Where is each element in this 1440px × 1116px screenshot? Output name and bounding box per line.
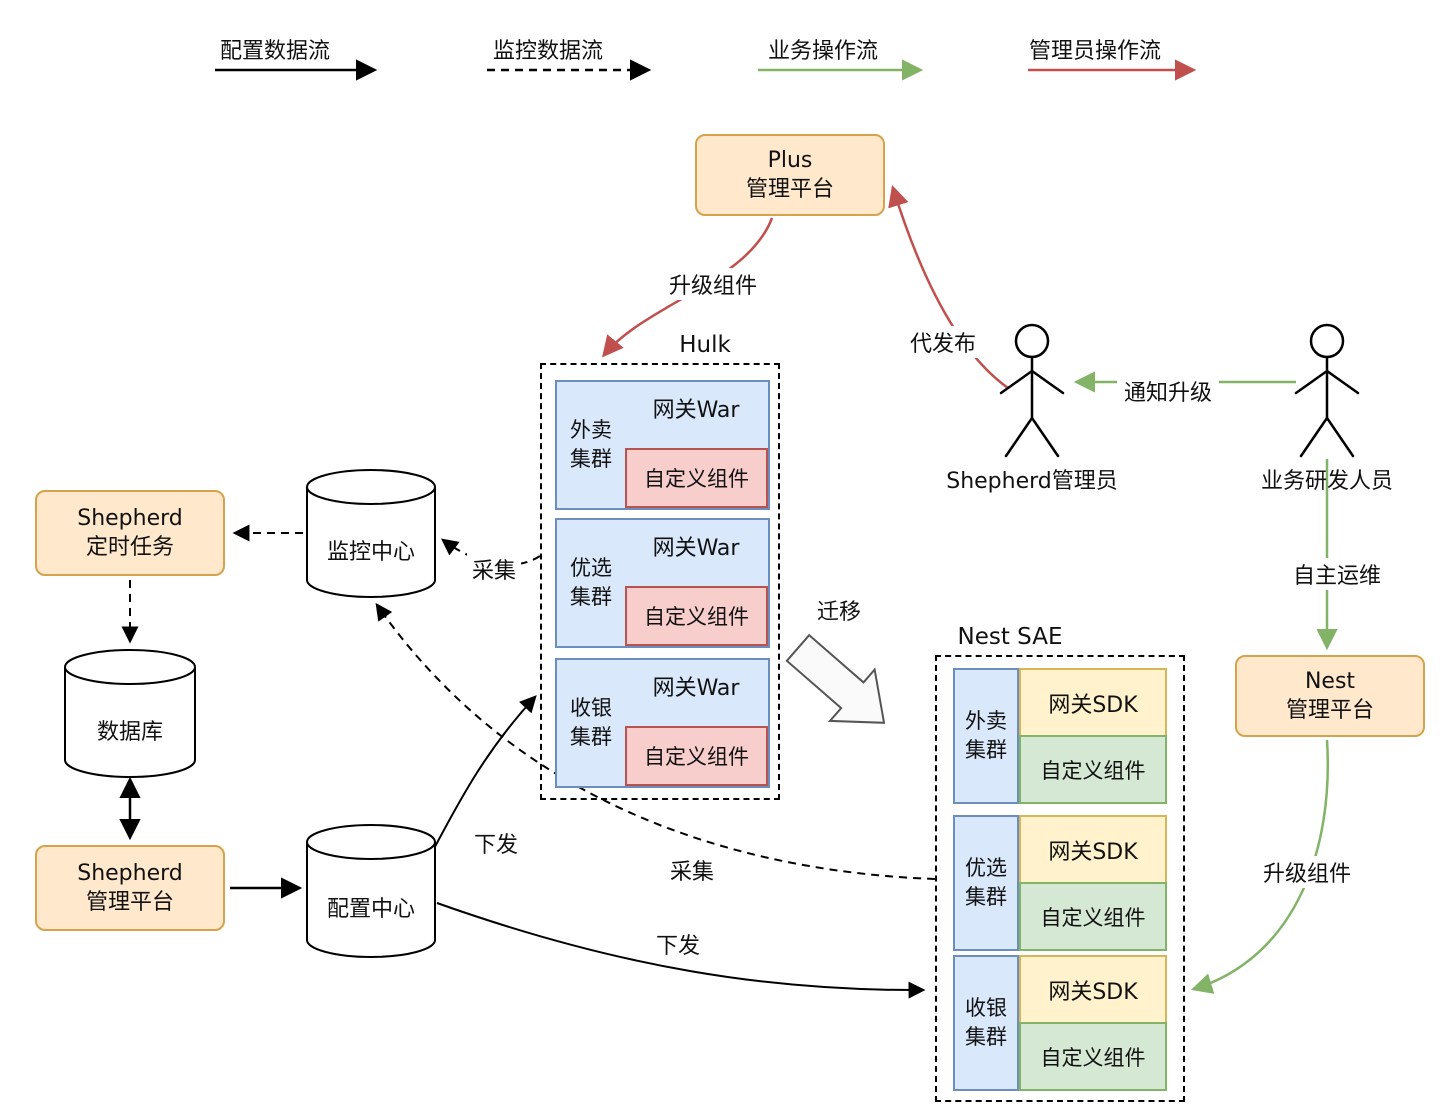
biz-dev-actor-icon (1294, 323, 1360, 458)
cluster-name-line2: 集群 (570, 725, 612, 749)
hulk-cluster-shouyin: 收银 集群 网关War 自定义组件 (555, 658, 770, 788)
nest-sae-group-title: Nest SAE (957, 624, 1063, 650)
gateway-war-label: 网关War (652, 676, 740, 701)
cluster-name-line1: 外卖 (965, 709, 1007, 733)
hulk-cluster-youxuan-name: 优选 集群 (561, 520, 621, 646)
edge-label-upgrade-component-red: 升级组件 (663, 268, 763, 300)
hulk-cluster-shouyin-name: 收银 集群 (561, 660, 621, 786)
nest-cluster-shouyin: 收银 集群 网关SDK 自定义组件 (953, 955, 1167, 1091)
nest-cluster-shouyin-name: 收银 集群 (953, 955, 1019, 1091)
hulk-cluster-youxuan: 优选 集群 网关War 自定义组件 (555, 518, 770, 648)
shepherd-timer-line1: Shepherd (77, 506, 183, 531)
cluster-name-line2: 集群 (965, 738, 1007, 762)
legend-business-flow-label: 业务操作流 (767, 39, 878, 64)
cluster-name-line2: 集群 (570, 585, 612, 609)
nest-platform-line2: 管理平台 (1285, 698, 1374, 723)
cluster-name-line2: 集群 (965, 885, 1007, 909)
hulk-cluster-waimai: 外卖 集群 网关War 自定义组件 (555, 380, 770, 510)
plus-platform-line1: Plus (767, 148, 813, 173)
nest-platform-node: Nest 管理平台 (1235, 655, 1425, 737)
gateway-sdk-box: 网关SDK (1019, 668, 1167, 737)
nest-cluster-waimai: 外卖 集群 网关SDK 自定义组件 (953, 668, 1167, 804)
nest-platform-line1: Nest (1304, 669, 1356, 694)
edge-label-self-ops: 自主运维 (1286, 558, 1388, 590)
config-center-label: 配置中心 (326, 897, 415, 922)
arrow-nest-platform-to-nest-sae-upgrade (1190, 739, 1329, 994)
shepherd-platform-node: Shepherd 管理平台 (35, 845, 225, 931)
arrow-config-center-to-hulk-deploy (427, 695, 537, 861)
database-label: 数据库 (96, 720, 163, 745)
hulk-group-container (540, 363, 780, 800)
edge-label-deploy-nest: 下发 (651, 928, 705, 960)
nest-cluster-waimai-name: 外卖 集群 (953, 668, 1019, 804)
plus-platform-node: Plus 管理平台 (695, 134, 885, 216)
plus-platform-line2: 管理平台 (745, 177, 834, 202)
monitor-center-cylinder (306, 469, 436, 598)
edge-label-proxy-release: 代发布 (902, 326, 984, 358)
shepherd-platform-line1: Shepherd (77, 861, 183, 886)
database-cylinder (64, 649, 196, 778)
gateway-sdk-box: 网关SDK (1019, 815, 1167, 884)
gateway-sdk-box: 网关SDK (1019, 955, 1167, 1024)
cluster-name-line1: 优选 (965, 856, 1007, 880)
cluster-name-line1: 优选 (570, 556, 612, 580)
monitor-center-label: 监控中心 (326, 540, 415, 565)
shepherd-admin-actor-icon (999, 323, 1065, 458)
cluster-name-line1: 收银 (570, 696, 612, 720)
shepherd-timer-line2: 定时任务 (85, 535, 174, 560)
gateway-war-label: 网关War (652, 398, 740, 423)
shepherd-admin-label: Shepherd管理员 (946, 469, 1118, 494)
edge-label-collect-nest: 采集 (665, 854, 719, 886)
arrow-config-center-to-nest-sae-deploy (436, 902, 926, 999)
shepherd-timer-node: Shepherd 定时任务 (35, 490, 225, 576)
legend-config-flow-label: 配置数据流 (219, 39, 330, 64)
gateway-war-label: 网关War (652, 536, 740, 561)
nest-sae-group-container (935, 655, 1185, 1102)
hulk-group-title: Hulk (679, 332, 731, 358)
migrate-block-arrow (785, 633, 886, 724)
arrow-admin-to-plus-proxy-release (888, 184, 1009, 390)
cluster-name-line2: 集群 (965, 1025, 1007, 1049)
custom-component-box: 自定义组件 (625, 726, 768, 786)
cluster-name-line2: 集群 (570, 447, 612, 471)
config-center-cylinder (306, 824, 436, 958)
custom-component-box: 自定义组件 (1019, 1022, 1167, 1091)
edge-label-deploy-hulk: 下发 (469, 827, 523, 859)
custom-component-box: 自定义组件 (625, 448, 768, 508)
legend-admin-flow-label: 管理员操作流 (1028, 39, 1161, 64)
edge-label-upgrade-component-green: 升级组件 (1256, 856, 1358, 888)
edge-label-migrate: 迁移 (812, 594, 866, 626)
edge-label-collect-hulk: 采集 (467, 553, 521, 585)
cluster-name-line1: 外卖 (570, 418, 612, 442)
biz-dev-label: 业务研发人员 (1260, 469, 1393, 494)
legend-monitor-flow-label: 监控数据流 (492, 39, 603, 64)
nest-cluster-youxuan: 优选 集群 网关SDK 自定义组件 (953, 815, 1167, 951)
cluster-name-line1: 收银 (965, 996, 1007, 1020)
nest-cluster-youxuan-name: 优选 集群 (953, 815, 1019, 951)
custom-component-box: 自定义组件 (625, 586, 768, 646)
custom-component-box: 自定义组件 (1019, 882, 1167, 951)
edge-label-notify-upgrade: 通知升级 (1117, 375, 1219, 407)
custom-component-box: 自定义组件 (1019, 735, 1167, 804)
shepherd-platform-line2: 管理平台 (85, 890, 174, 915)
hulk-cluster-waimai-name: 外卖 集群 (561, 382, 621, 508)
